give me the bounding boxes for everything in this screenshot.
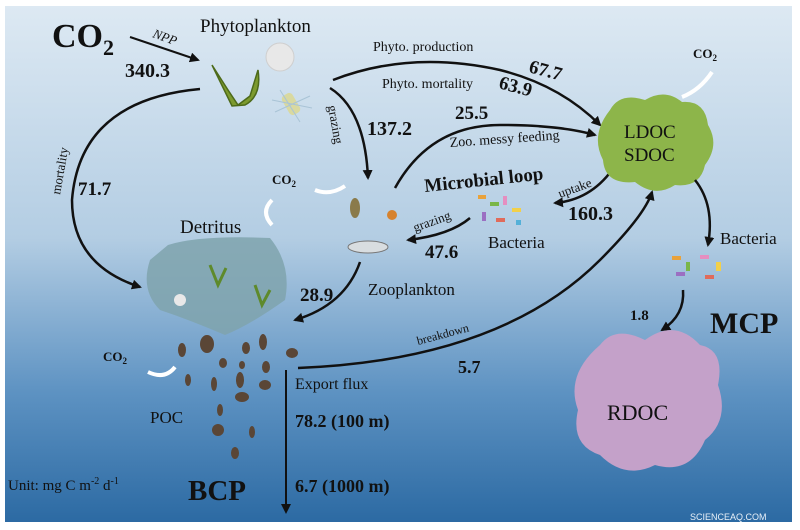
export-100m-value: 78.2 (100 m) — [295, 411, 389, 432]
grazing-phyto-label: grazing — [325, 104, 347, 145]
doc-bacteria-arrow — [694, 179, 715, 247]
uptake-value: 160.3 — [568, 203, 613, 225]
breakdown-value: 5.7 — [458, 357, 481, 377]
bacteria-label-left: Bacteria — [488, 233, 545, 252]
npp-arrow — [129, 36, 200, 63]
bacteria-cluster-icon — [478, 195, 521, 225]
messy-feeding-arrow — [393, 123, 597, 189]
npp-value: 340.3 — [125, 60, 170, 82]
detritus-aggregate — [146, 237, 287, 335]
ldoc-label: LDOC — [624, 122, 676, 143]
mortality-arrow — [70, 87, 201, 290]
mcp-value: 1.8 — [630, 308, 649, 324]
poc-particles — [178, 334, 298, 459]
rdoc-cloud — [574, 330, 722, 471]
phyto-production-label: Phyto. production — [373, 40, 473, 55]
grazing-bacteria-value: 47.6 — [425, 242, 458, 263]
respiration-arrow-icon — [264, 198, 274, 227]
export-flux-label: Export flux — [295, 376, 368, 393]
breakdown-arrow — [297, 190, 655, 370]
co2-poc: CO2 — [103, 349, 128, 366]
mcp-arrow — [660, 289, 685, 332]
poc-label: POC — [150, 408, 183, 427]
zoo-detritus-arrow — [293, 261, 362, 323]
rdoc-label: RDOC — [607, 400, 668, 425]
phyto-production-arrow — [332, 60, 602, 127]
export-1000m-value: 6.7 (1000 m) — [295, 476, 389, 497]
unit-label: Unit: mg C m-2 d-1 — [8, 476, 119, 494]
watermark: SCIENCEAQ.COM — [690, 512, 767, 522]
bcp-label: BCP — [188, 475, 246, 507]
grazing-phyto-value: 137.2 — [367, 118, 412, 140]
doc-cloud — [597, 94, 714, 191]
bacteria-cluster-icon — [672, 255, 721, 279]
respiration-arrow-icon — [147, 365, 177, 378]
sdoc-label: SDOC — [624, 145, 675, 166]
bacteria-label-right: Bacteria — [720, 229, 777, 248]
co2-atmosphere: CO2 — [52, 18, 114, 60]
grazing-arrow — [329, 86, 373, 180]
co2-zooplankton: CO2 — [272, 172, 297, 189]
respiration-arrow-icon — [681, 70, 714, 99]
mcp-label: MCP — [710, 307, 778, 340]
uptake-arrow — [553, 169, 614, 208]
messy-feeding-value: 25.5 — [455, 103, 488, 124]
zoo-detritus-value: 28.9 — [300, 285, 333, 306]
grazing-bacteria-arrow — [406, 217, 471, 245]
mortality-value: 71.7 — [78, 179, 112, 200]
zooplankton-label: Zooplankton — [368, 280, 455, 299]
phyto-mortality-label: Phyto. mortality — [382, 77, 473, 92]
respiration-arrow-icon — [314, 184, 347, 195]
phytoplankton-icon — [211, 42, 313, 123]
detritus-label: Detritus — [180, 217, 241, 238]
phytoplankton-label: Phytoplankton — [200, 16, 311, 37]
zooplankton-icon — [347, 198, 397, 254]
co2-doc: CO2 — [693, 46, 718, 63]
